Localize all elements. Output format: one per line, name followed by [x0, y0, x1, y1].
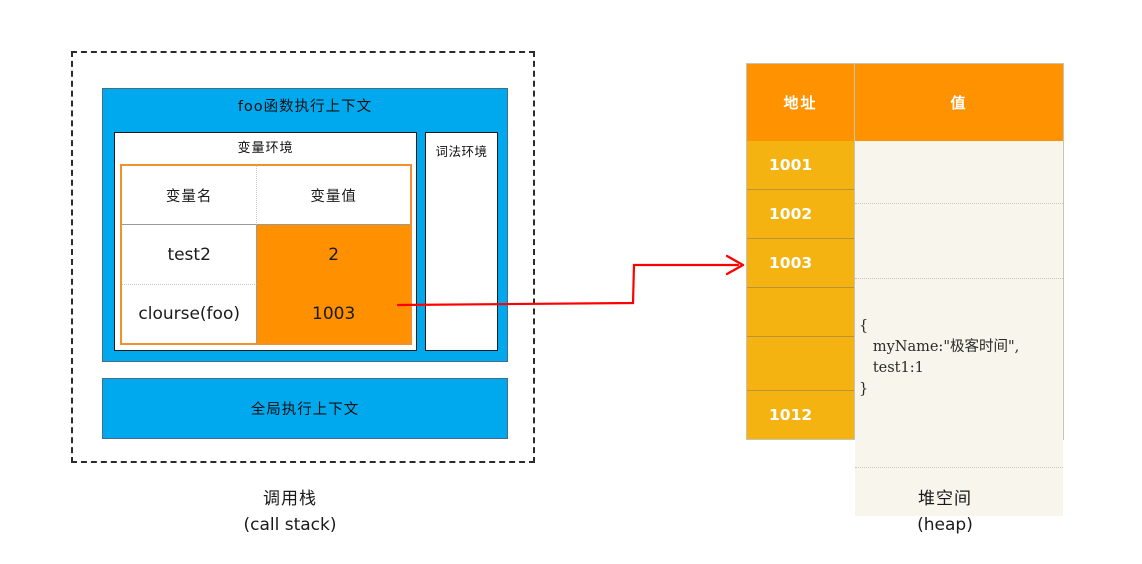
call-stack-caption-cn: 调用栈	[263, 489, 317, 509]
variable-value-test2: 2	[257, 225, 410, 284]
heap-caption-en: (heap)	[917, 514, 973, 535]
global-execution-context-frame[interactable]: 全局执行上下文	[102, 378, 508, 439]
heap-table: 地址 1001 1002 1003 1012 值 { myName:"极客时间"…	[746, 63, 1064, 516]
table-header-row: 变量名 变量值	[122, 166, 410, 225]
heap-value-column: 值	[855, 64, 1063, 516]
column-header-variable-name: 变量名	[122, 166, 258, 225]
table-row[interactable]: test2 2	[122, 225, 410, 284]
column-header-value: 值	[855, 64, 1063, 141]
heap-address-1001[interactable]: 1001	[747, 141, 854, 190]
global-execution-context-title: 全局执行上下文	[250, 402, 360, 418]
variable-environment-box: 变量环境 变量名 变量值 test2 2 clourse(foo) 1003	[114, 132, 417, 351]
heap-address-column: 地址 1001 1002 1003 1012	[747, 64, 855, 439]
heap-caption: 堆空间 (heap)	[850, 487, 1040, 538]
heap-value-cell-3[interactable]	[855, 391, 1063, 468]
variable-environment-title: 变量环境	[237, 141, 294, 156]
variable-value-clourse-foo: 1003	[257, 284, 410, 343]
heap-value-cell-2[interactable]	[855, 204, 1063, 279]
heap-address-1003[interactable]: 1003	[747, 239, 854, 288]
table-row[interactable]: clourse(foo) 1003	[122, 284, 410, 343]
column-header-address: 地址	[747, 64, 854, 141]
call-stack-container: foo函数执行上下文 变量环境 变量名 变量值 test2 2 clourse(…	[71, 51, 535, 463]
heap-value-cell-4[interactable]	[855, 468, 1063, 516]
foo-execution-context-title: foo函数执行上下文	[237, 99, 373, 115]
lexical-environment-title: 词法环境	[435, 144, 488, 159]
heap-address-blank-1[interactable]	[747, 288, 854, 337]
variable-name-test2: test2	[122, 225, 258, 284]
heap-address-1012[interactable]: 1012	[747, 391, 854, 439]
column-header-variable-value: 变量值	[257, 166, 410, 225]
heap-address-1002[interactable]: 1002	[747, 190, 854, 239]
variable-name-clourse-foo: clourse(foo)	[122, 284, 258, 343]
heap-caption-cn: 堆空间	[918, 489, 972, 509]
call-stack-caption-en: (call stack)	[243, 514, 337, 535]
call-stack-caption: 调用栈 (call stack)	[180, 487, 400, 538]
heap-value-cell-1[interactable]	[855, 141, 1063, 204]
heap-value-cell-object[interactable]	[855, 279, 1063, 391]
variable-table: 变量名 变量值 test2 2 clourse(foo) 1003	[120, 164, 412, 345]
heap-object-literal-text: { myName:"极客时间", test1:1 }	[859, 318, 1020, 398]
heap-address-blank-2[interactable]	[747, 337, 854, 391]
foo-execution-context-frame[interactable]: foo函数执行上下文 变量环境 变量名 变量值 test2 2 clourse(…	[102, 88, 508, 362]
lexical-environment-box: 词法环境	[425, 132, 498, 351]
